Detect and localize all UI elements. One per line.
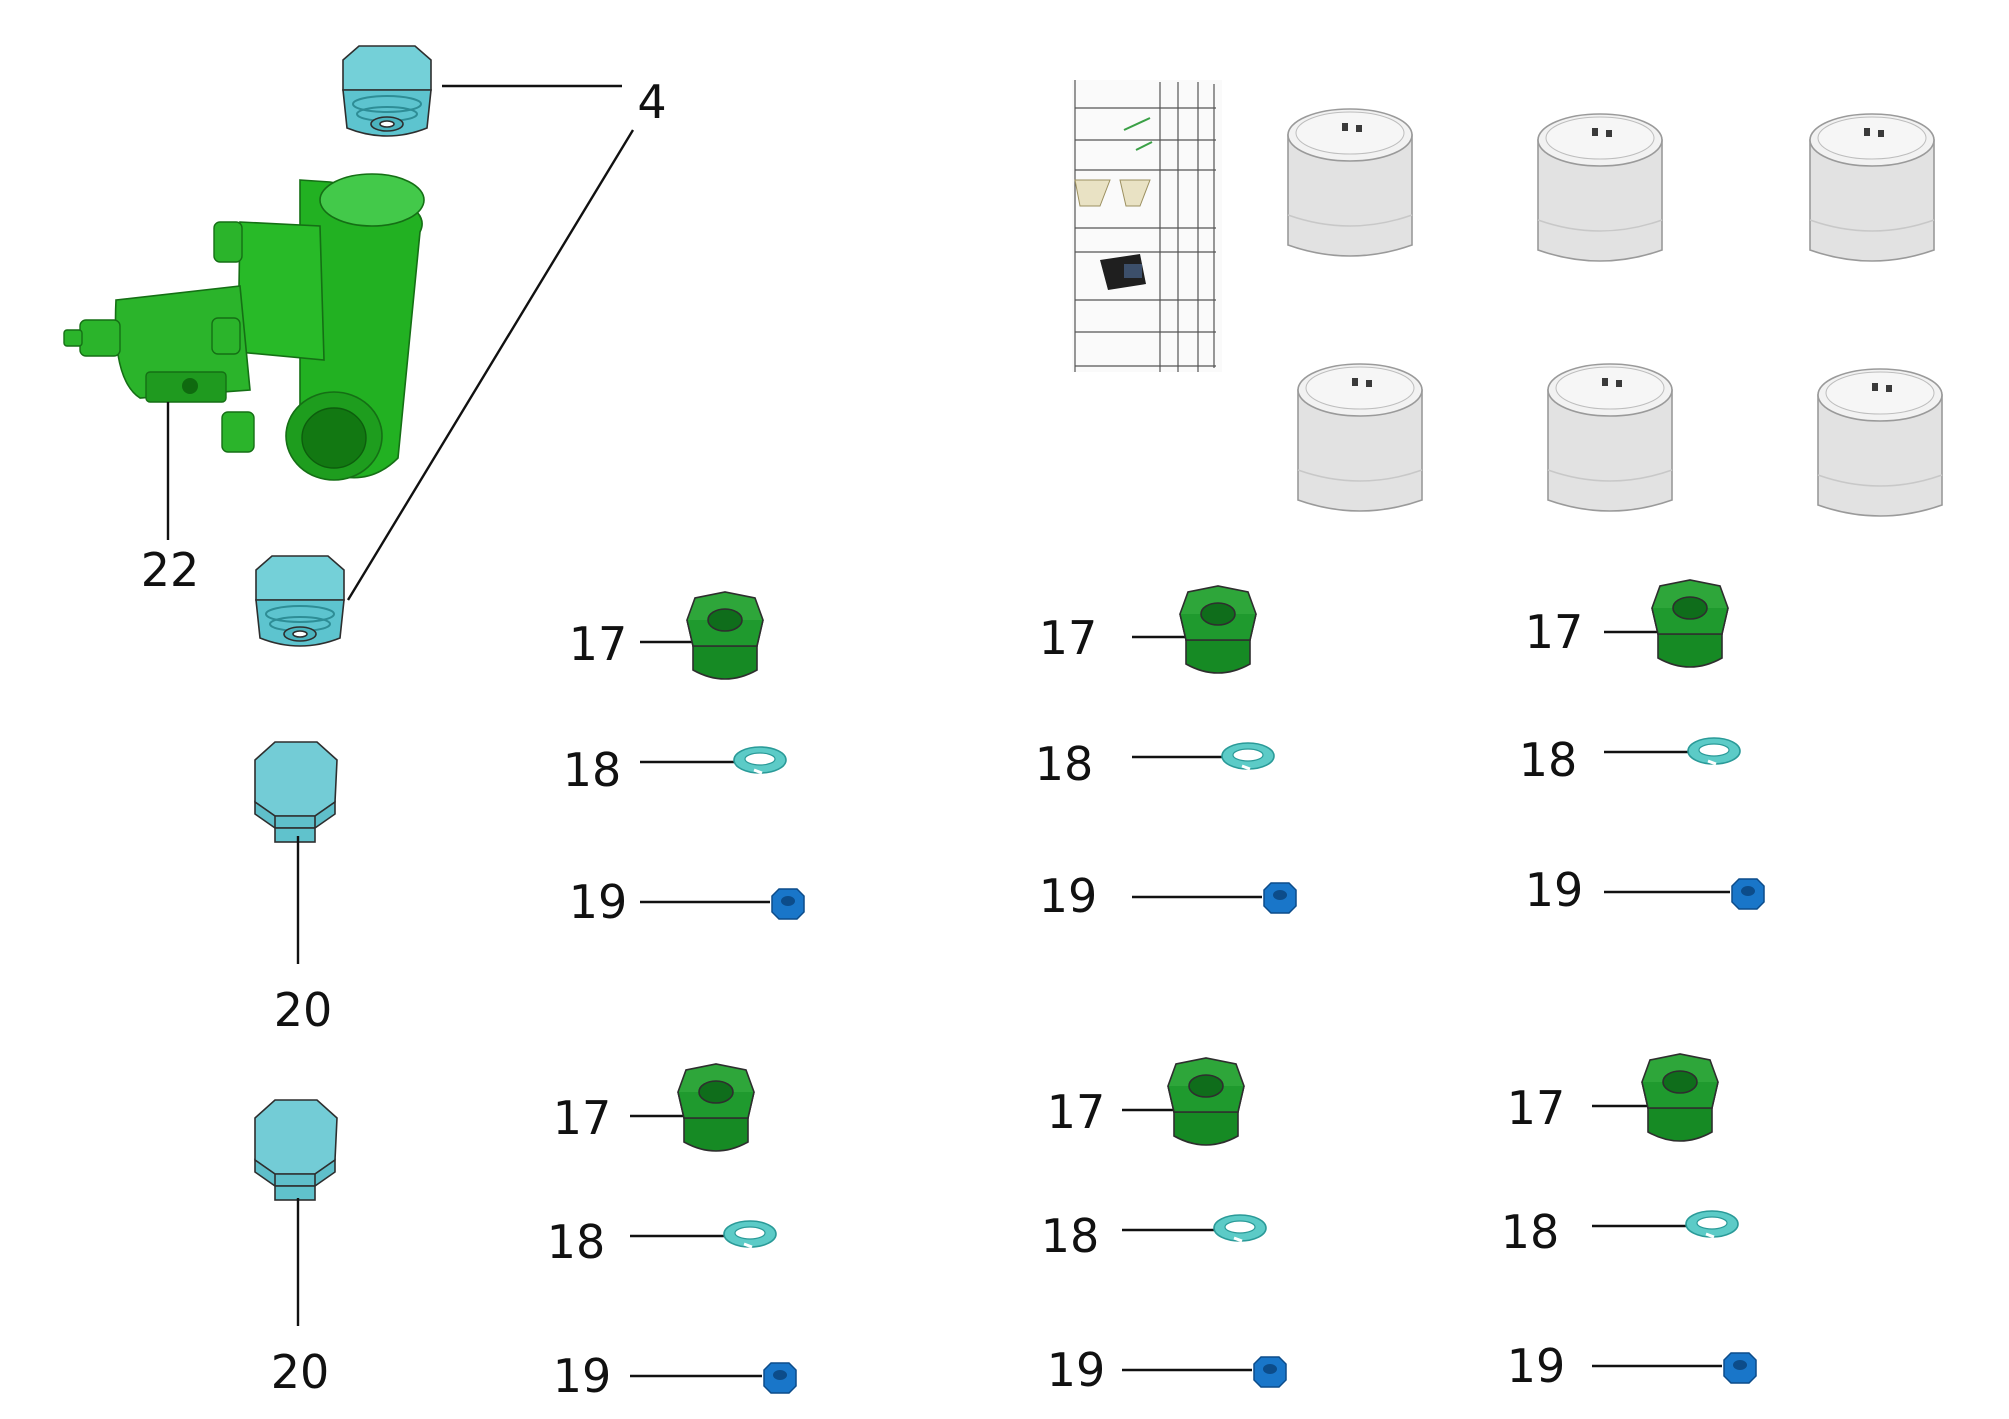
kit-group-r2c1: 17 18 19 bbox=[547, 1063, 797, 1403]
callout-bushing: 17 bbox=[1039, 611, 1098, 665]
frame-thumbnail bbox=[1072, 80, 1222, 372]
air-spring-2 bbox=[1537, 113, 1663, 262]
bushing-part bbox=[1167, 1057, 1245, 1146]
bushing-part bbox=[686, 591, 764, 680]
callout-washer: 18 bbox=[547, 1215, 606, 1269]
callout-washer: 18 bbox=[1035, 737, 1094, 791]
air-spring-5 bbox=[1547, 363, 1673, 512]
nut-part bbox=[1263, 882, 1297, 914]
nut-part bbox=[1723, 1352, 1757, 1384]
washer-part bbox=[732, 745, 788, 775]
washer-part bbox=[1212, 1213, 1268, 1243]
bushing-part bbox=[1651, 579, 1729, 668]
fitting-top-part bbox=[342, 45, 432, 137]
fitting-lower-part bbox=[255, 555, 345, 647]
callout-plug-upper: 20 bbox=[274, 983, 333, 1037]
kit-group-r2c2: 17 18 19 bbox=[1041, 1057, 1287, 1397]
callout-nut: 19 bbox=[553, 1349, 612, 1403]
callout-nut: 19 bbox=[1525, 863, 1584, 917]
callout-washer: 18 bbox=[563, 743, 622, 797]
kit-group-r1c3: 17 18 19 bbox=[1519, 579, 1765, 917]
kit-group-r1c2: 17 18 19 bbox=[1035, 585, 1297, 923]
kit-group-r2c3: 17 18 19 bbox=[1501, 1053, 1757, 1393]
callout-fitting: 4 bbox=[637, 75, 666, 129]
callout-washer: 18 bbox=[1501, 1205, 1560, 1259]
washer-part bbox=[1220, 741, 1276, 771]
air-spring-1 bbox=[1287, 108, 1413, 257]
bushing-part bbox=[677, 1063, 755, 1152]
bushing-part bbox=[1641, 1053, 1719, 1142]
callout-nut: 19 bbox=[1507, 1339, 1566, 1393]
callout-washer: 18 bbox=[1519, 733, 1578, 787]
air-spring-4 bbox=[1297, 363, 1423, 512]
plug-lower-part bbox=[254, 1099, 338, 1201]
valve-body-part bbox=[63, 173, 425, 481]
callout-valve: 22 bbox=[141, 543, 200, 597]
nut-part bbox=[1731, 878, 1765, 910]
callout-nut: 19 bbox=[569, 875, 628, 929]
nut-part bbox=[1253, 1356, 1287, 1388]
callout-washer: 18 bbox=[1041, 1209, 1100, 1263]
washer-part bbox=[722, 1219, 778, 1249]
air-spring-6 bbox=[1817, 368, 1943, 517]
callout-bushing: 17 bbox=[1525, 605, 1584, 659]
callout-bushing: 17 bbox=[569, 617, 628, 671]
air-spring-3 bbox=[1809, 113, 1935, 262]
callout-nut: 19 bbox=[1039, 869, 1098, 923]
nut-part bbox=[763, 1362, 797, 1394]
bushing-part bbox=[1179, 585, 1257, 674]
washer-part bbox=[1684, 1209, 1740, 1239]
nut-part bbox=[771, 888, 805, 920]
callout-bushing: 17 bbox=[553, 1091, 612, 1145]
callout-plug-lower: 20 bbox=[271, 1345, 330, 1399]
leader-lower-fitting bbox=[346, 129, 635, 601]
washer-part bbox=[1686, 736, 1742, 766]
callout-bushing: 17 bbox=[1507, 1081, 1566, 1135]
callout-nut: 19 bbox=[1047, 1343, 1106, 1397]
kit-group-r1c1: 17 18 19 bbox=[563, 591, 805, 929]
callout-bushing: 17 bbox=[1047, 1085, 1106, 1139]
plug-upper-part bbox=[254, 741, 338, 843]
